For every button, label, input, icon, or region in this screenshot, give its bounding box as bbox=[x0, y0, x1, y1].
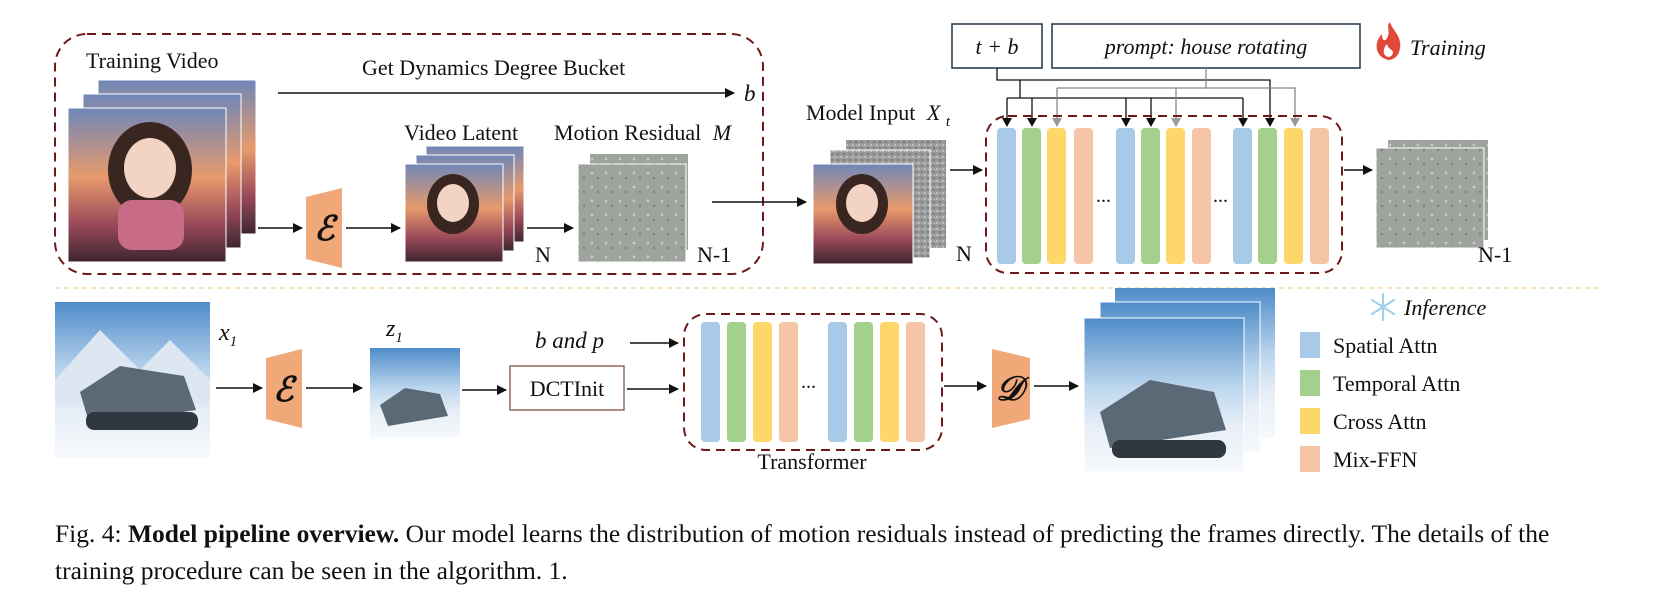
temporal-attn-block bbox=[854, 322, 873, 442]
figure-caption: Fig. 4: Model pipeline overview. Our mod… bbox=[55, 515, 1615, 589]
training-ellipsis-2: ... bbox=[1213, 185, 1228, 207]
dctinit-box bbox=[509, 365, 625, 411]
training-transformer-box bbox=[985, 115, 1343, 274]
z1-label: z1 bbox=[385, 316, 403, 346]
inference-transformer-blocks bbox=[701, 322, 925, 442]
x1-label: x1 bbox=[218, 320, 237, 350]
model-input-stack bbox=[812, 140, 946, 265]
training-dashed-box bbox=[54, 33, 764, 275]
training-ellipsis-1: ... bbox=[1096, 185, 1111, 207]
training-video-label: Training Video bbox=[86, 48, 219, 73]
temporal-attn-block bbox=[1258, 128, 1277, 264]
residual-n-minus-label: N-1 bbox=[697, 242, 731, 267]
mix-ffn-block bbox=[1074, 128, 1093, 264]
legend-label: Spatial Attn bbox=[1333, 333, 1438, 358]
model-input-text: Model Input bbox=[806, 100, 915, 125]
cross-attn-block bbox=[880, 322, 899, 442]
legend-swatch bbox=[1300, 370, 1320, 396]
encoder-trapezoid-training bbox=[306, 188, 342, 268]
condition-connectors bbox=[996, 68, 1271, 124]
motion-residual-label: Motion Residual M bbox=[554, 120, 733, 145]
spatial-attn-block bbox=[701, 322, 720, 442]
motion-residual-text: Motion Residual bbox=[554, 120, 701, 145]
spatial-attn-block bbox=[1116, 128, 1135, 264]
cond-prompt-text: prompt: house rotating bbox=[1103, 34, 1307, 59]
video-latent-stack bbox=[404, 145, 525, 263]
cond-prompt-box bbox=[1051, 23, 1361, 69]
model-input-sub: t bbox=[946, 114, 951, 130]
cond-tb-box bbox=[951, 23, 1043, 69]
latent-n-label: N bbox=[535, 242, 551, 267]
generated-video-stack bbox=[1083, 288, 1275, 473]
legend-label: Cross Attn bbox=[1333, 409, 1427, 434]
legend-swatch bbox=[1300, 446, 1320, 472]
output-n-minus-label: N-1 bbox=[1478, 242, 1512, 267]
decoder-trapezoid bbox=[992, 349, 1030, 428]
transformer-label: Transformer bbox=[757, 449, 867, 474]
temporal-attn-block bbox=[1022, 128, 1041, 264]
flame-icon bbox=[1376, 22, 1401, 60]
training-badge: Training bbox=[1410, 35, 1486, 60]
model-input-n-label: N bbox=[956, 241, 972, 266]
model-input-symbol: X bbox=[926, 100, 942, 125]
inference-badge: Inference bbox=[1403, 295, 1486, 320]
model-input-label: Model Input X t bbox=[806, 100, 951, 130]
training-transformer-blocks bbox=[997, 128, 1329, 264]
mix-ffn-block bbox=[906, 322, 925, 442]
z1-symbol: z bbox=[385, 316, 396, 342]
prompt-arrowheads bbox=[1052, 118, 1300, 127]
motion-residual-symbol: M bbox=[712, 120, 733, 145]
z1-latent-image bbox=[370, 348, 460, 438]
encoder-trapezoid-inference bbox=[266, 349, 302, 428]
snowflake-icon bbox=[1370, 292, 1396, 322]
dctinit-label: DCTInit bbox=[530, 376, 605, 401]
b-and-p-label: b and p bbox=[535, 328, 604, 353]
inference-transformer-box bbox=[683, 313, 943, 451]
pipeline-figure: Training Video Get Dynamics Degree Bucke… bbox=[54, 22, 1600, 474]
inference-ellipsis: ... bbox=[801, 371, 816, 393]
spatial-attn-block bbox=[828, 322, 847, 442]
motion-residual-stack bbox=[577, 154, 688, 263]
caption-bold: Model pipeline overview. bbox=[127, 519, 400, 548]
dynamics-bucket-label: Get Dynamics Degree Bucket bbox=[362, 55, 625, 80]
cond-prompt-key: prompt bbox=[1103, 34, 1169, 59]
cond-tb-text: t + b bbox=[976, 34, 1019, 59]
mix-ffn-block bbox=[1192, 128, 1211, 264]
predicted-residual-stack bbox=[1375, 140, 1488, 249]
temporal-attn-block bbox=[727, 322, 746, 442]
inference-input-image bbox=[55, 302, 210, 458]
mix-ffn-block bbox=[1310, 128, 1329, 264]
bucket-symbol: b bbox=[744, 81, 756, 106]
condition-arrowheads bbox=[1002, 118, 1275, 127]
caption-text: Our model learns the distribution of mot… bbox=[55, 519, 1550, 585]
legend-swatch bbox=[1300, 332, 1320, 358]
training-video-stack bbox=[67, 79, 257, 263]
spatial-attn-block bbox=[1233, 128, 1252, 264]
cross-attn-block bbox=[1284, 128, 1303, 264]
caption-prefix: Fig. 4: bbox=[55, 519, 128, 548]
cross-attn-block bbox=[1166, 128, 1185, 264]
legend-label: Mix-FFN bbox=[1333, 447, 1417, 472]
cross-attn-block bbox=[1047, 128, 1066, 264]
legend-swatch bbox=[1300, 408, 1320, 434]
temporal-attn-block bbox=[1141, 128, 1160, 264]
cross-attn-block bbox=[753, 322, 772, 442]
video-latent-label: Video Latent bbox=[404, 120, 518, 145]
x1-sub: 1 bbox=[230, 334, 238, 350]
mix-ffn-block bbox=[779, 322, 798, 442]
legend-label: Temporal Attn bbox=[1333, 371, 1460, 396]
z1-sub: 1 bbox=[395, 330, 403, 346]
x1-symbol: x bbox=[218, 320, 230, 346]
spatial-attn-block bbox=[997, 128, 1016, 264]
cond-prompt-value: : house rotating bbox=[1168, 34, 1308, 59]
